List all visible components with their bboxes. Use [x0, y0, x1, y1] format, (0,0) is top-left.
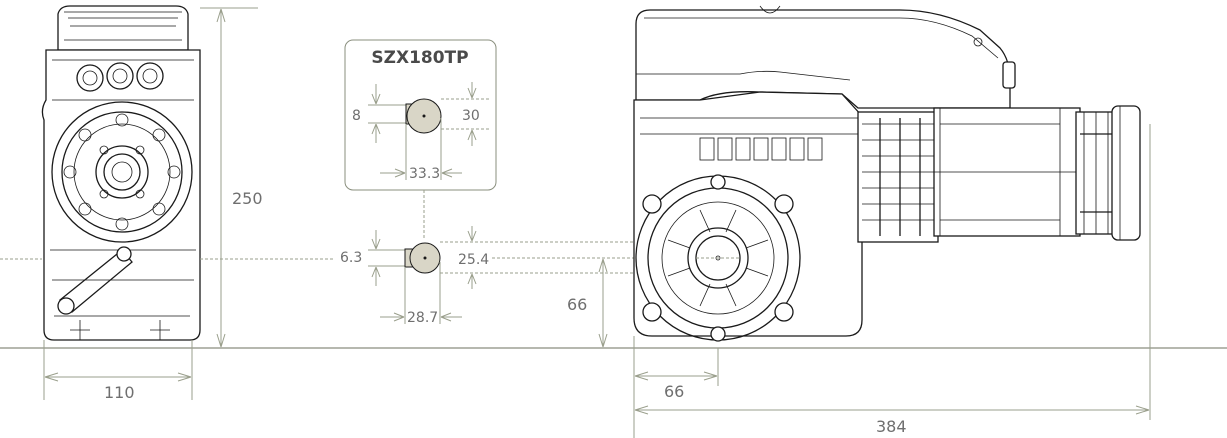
shaft-top: 8 30 33.3 [352, 82, 490, 182]
shaft-top-diameter-label: 33.3 [409, 166, 440, 182]
shaft-top-height-label: 30 [462, 108, 480, 124]
axis-height-label: 66 [567, 295, 587, 314]
axis-height-dimension: 66 [492, 257, 634, 348]
side-motor-fins [857, 111, 939, 243]
side-motor [933, 105, 1151, 420]
side-flange [635, 174, 801, 342]
shaft-bottom: 6.3 25.4 28.7 [340, 226, 635, 326]
model-label: SZX180TP [371, 48, 468, 68]
front-top-cover [57, 5, 189, 51]
shaft-top-key-label: 8 [352, 108, 361, 124]
length-dimension: 384 [634, 405, 1150, 436]
shaft-bottom-height-label: 25.4 [458, 252, 489, 268]
shaft-detail-box: SZX180TP 8 30 33.3 [344, 39, 497, 191]
shaft-bottom-key-label: 6.3 [340, 250, 362, 266]
front-view [41, 5, 201, 341]
front-width-dimension: 110 [43, 340, 193, 402]
front-height-dimension: 250 [200, 7, 263, 348]
front-width-label: 110 [104, 383, 135, 402]
front-height-label: 250 [232, 189, 263, 208]
side-view [633, 5, 1151, 420]
front-knobs [76, 62, 164, 92]
front-body [41, 49, 201, 341]
axis-offset-label: 66 [664, 382, 684, 401]
axis-offset-dimension: 66 [633, 336, 719, 438]
front-flange [51, 101, 193, 243]
side-housing [633, 91, 863, 337]
side-top-cover [635, 9, 1011, 109]
shaft-bottom-diameter-label: 28.7 [407, 310, 438, 326]
length-label: 384 [876, 417, 907, 436]
